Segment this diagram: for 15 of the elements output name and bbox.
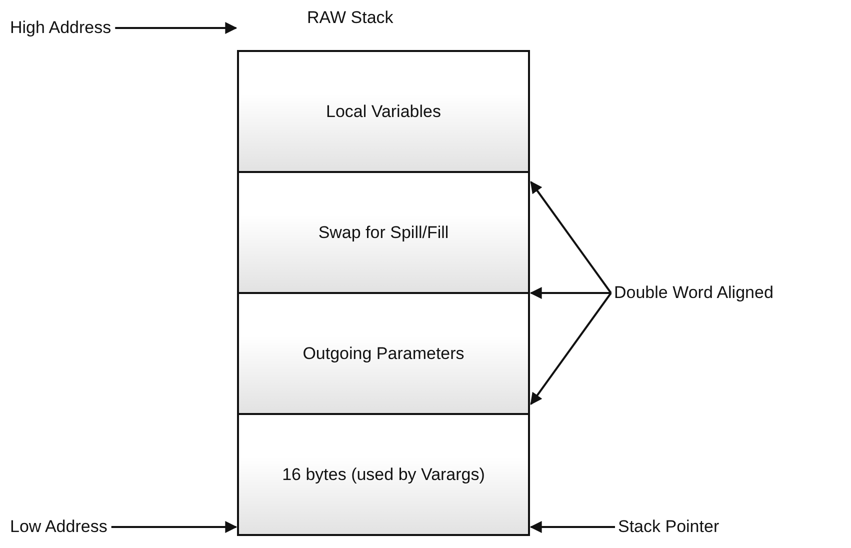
- arrow: [530, 181, 612, 294]
- stack-segment: Outgoing Parameters: [237, 292, 530, 415]
- diagram-title: RAW Stack: [307, 8, 394, 28]
- arrow: [530, 521, 615, 533]
- arrow: [115, 22, 238, 34]
- stack-segment: 16 bytes (used by Varargs): [237, 413, 530, 536]
- address-label: Low Address: [10, 517, 108, 537]
- address-label: Double Word Aligned: [614, 283, 774, 303]
- stack-segment: Swap for Spill/Fill: [237, 171, 530, 294]
- address-label: Stack Pointer: [618, 517, 720, 537]
- stack-segment: Local Variables: [237, 50, 530, 173]
- arrow: [530, 292, 612, 405]
- address-label: High Address: [10, 18, 112, 38]
- arrow: [530, 287, 611, 299]
- arrow: [111, 521, 238, 533]
